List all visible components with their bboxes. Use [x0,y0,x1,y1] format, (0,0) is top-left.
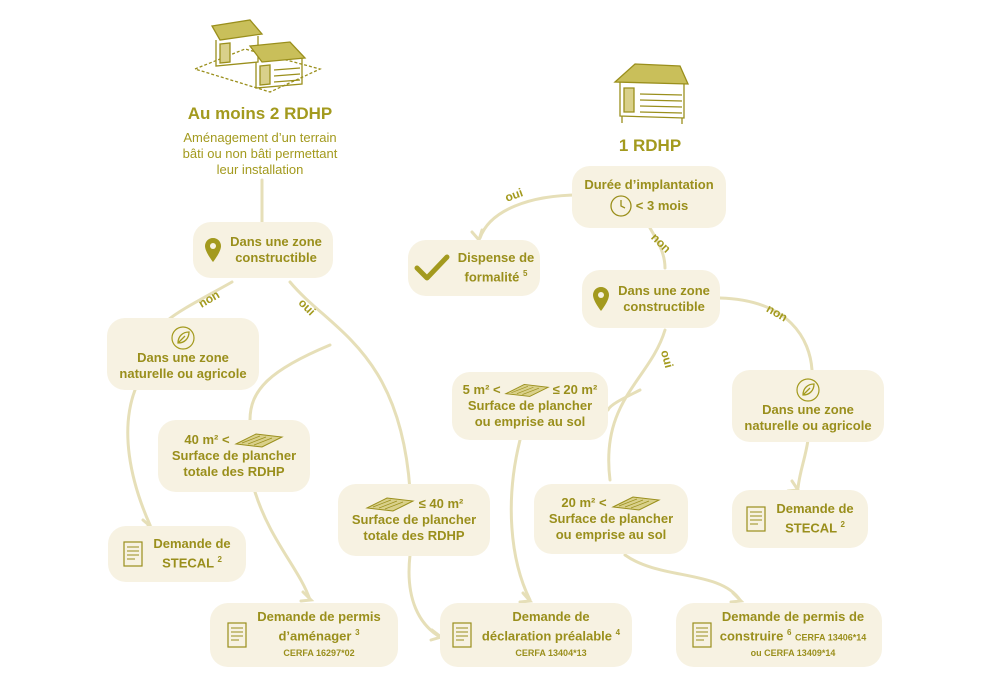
line-duration-non [648,226,667,270]
surface-hatch-icon [610,496,661,511]
line-le-to-decl [407,553,442,639]
line-natural-right-to-stecal [796,438,810,490]
document-icon [452,622,472,648]
declaration-prealable-box: Demande de déclaration préalable 4 CERFA… [440,603,632,667]
line-zone-oui [288,280,412,492]
leaf-icon [796,378,820,402]
line-natural-to-stecal [126,388,152,527]
document-icon [123,541,143,567]
document-icon [692,622,712,648]
left-subtitle: Aménagement d’un terrain bâti ou non bât… [182,130,338,177]
line-oui-to-small [606,388,642,412]
line-zone-right-oui [607,328,667,482]
surface-hatch-icon [233,433,284,448]
right-title: 1 RDHP [618,136,682,155]
two-houses-icon [193,19,322,93]
surface-hatch-icon [364,497,415,512]
location-pin-icon [205,238,222,262]
line-gt-to-permis [253,490,312,602]
line-small-to-decl [509,438,532,602]
leaf-icon [171,326,195,350]
left-permis-amenager-box: Demande de permis d’aménager 3 CERFA 162… [210,603,398,667]
house-icon [613,63,690,124]
location-pin-icon [593,287,610,311]
checkmark-icon [414,254,450,281]
document-icon [227,622,247,648]
right-permis-construire-box: Demande de permis de construire 6 CERFA … [676,603,882,667]
line-zone-non [166,280,234,322]
line-duration-oui [478,193,582,240]
surface-hatch-icon [503,384,550,397]
line-large-to-permis [623,553,742,602]
duration-box: Durée d’implantation < 3 mois [572,166,726,228]
line-zone-right-non [718,296,814,372]
line-oui-to-gt [248,343,332,422]
document-icon [746,506,766,532]
clock-icon [610,195,632,217]
left-title: Au moins 2 RDHP [187,104,333,123]
